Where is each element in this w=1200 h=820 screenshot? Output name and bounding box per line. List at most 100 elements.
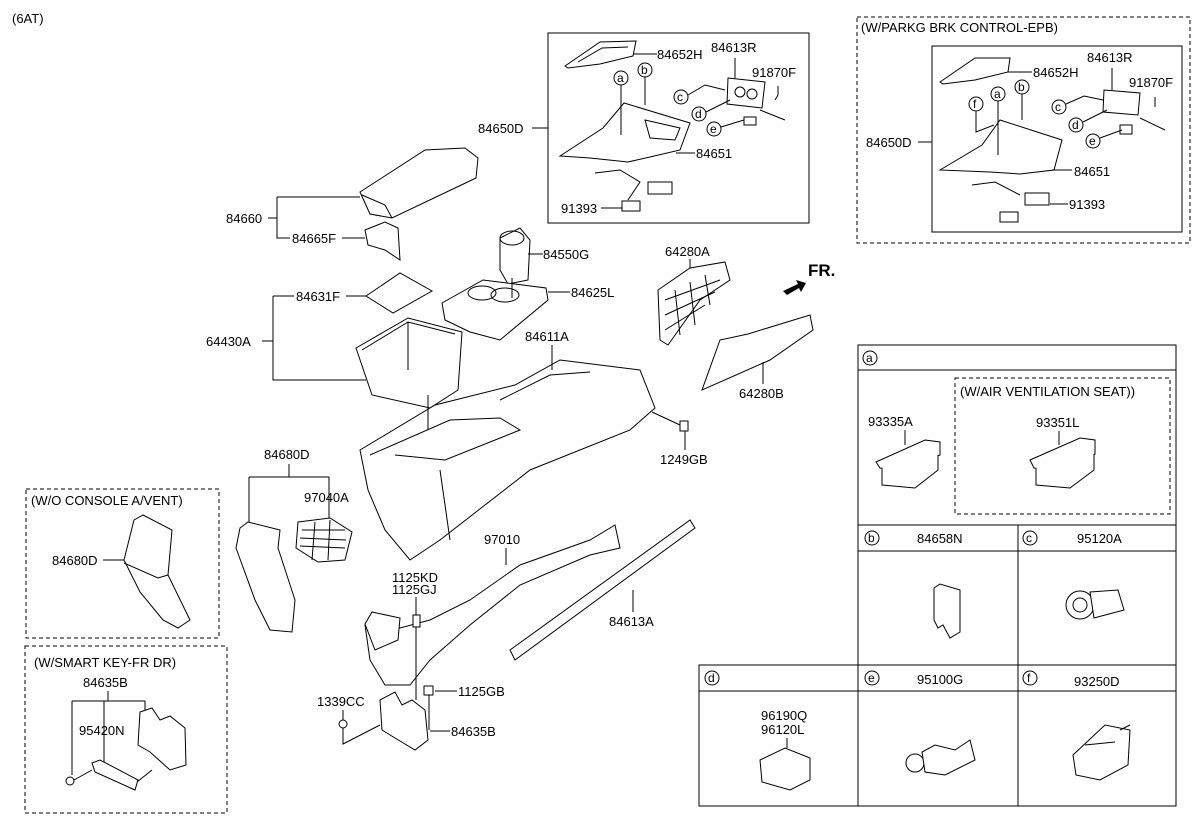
label-84660[interactable]: 84660 [226,211,262,226]
smart-key-label-84635B[interactable]: 84635B [83,675,128,690]
label-1339CC[interactable]: 1339CC [317,694,365,709]
legend-a-sub-part[interactable]: 93351L [1036,415,1079,430]
wo-vent-dashed-frame [25,488,220,639]
bolt-1125KD-shape [412,614,421,628]
smart-key-box-title: (W/SMART KEY-FR DR) [34,655,176,670]
callout-e: e [706,121,722,137]
epb-panel-shape [938,119,1063,175]
label-1125KD[interactable]: 1125KD [392,570,438,585]
epb-label-84652H[interactable]: 84652H [1033,65,1079,80]
cupholder-group: 84550G 84625L [441,227,614,341]
epb-label-91393[interactable]: 91393 [1069,197,1105,212]
label-84680D[interactable]: 84680D [264,447,310,462]
label-91393[interactable]: 91393 [561,201,597,216]
switch-93250D-shape [1072,724,1131,781]
label-84631F[interactable]: 84631F [296,289,340,304]
wo-vent-box: (W/O CONSOLE A/VENT) 84680D [25,488,220,639]
front-arrow-icon [783,280,806,295]
epb-callout-e: e [1085,133,1101,149]
label-84625L[interactable]: 84625L [571,285,614,300]
svg-text:b: b [868,531,875,545]
label-64280B[interactable]: 64280B [739,386,784,401]
legend-d-part-1[interactable]: 96190Q [761,708,807,723]
nut-1339CC-shape [338,719,348,729]
lock-95100G-shape [905,753,925,773]
mat-84631F-shape [365,272,434,314]
armrest-group: 84660 84665F 84631F 64430A [206,147,479,409]
smart-key-label-95420N[interactable]: 95420N [79,723,125,738]
legend-a-part[interactable]: 93335A [868,414,913,429]
legend-b-part[interactable]: 84658N [917,531,963,546]
legend-e-part[interactable]: 95100G [917,672,963,687]
svg-text:d: d [1072,118,1079,132]
rear-cover-group: 84680D 97040A [235,447,353,633]
legend-d-part-2[interactable]: 96120L [761,722,804,737]
harness-91393-shape [647,181,673,195]
label-84651[interactable]: 84651 [696,146,732,161]
strip-84613A-shape [509,519,696,661]
switch-93351L-shape [1029,437,1096,471]
svg-text:b: b [641,63,648,77]
switch-93335A-shape [875,439,941,471]
legend-c-part[interactable]: 95120A [1077,531,1122,546]
legend-key-b: b [864,530,880,546]
epb-inner-frame [931,45,1183,233]
svg-text:a: a [994,87,1001,101]
svg-text:e: e [1089,134,1096,148]
legend-cell-f-frame [1017,664,1177,807]
label-84665F[interactable]: 84665F [292,231,336,246]
socket-95120A-shape [1065,590,1095,620]
air-vent-seat-title: (W/AIR VENTILATION SEAT)) [960,384,1135,399]
legend-cell-a-frame [857,344,1177,526]
legend-f-part[interactable]: 93250D [1074,674,1120,689]
duct-group: 97010 84613A 1125KD 1125GJ 1125GB 1339CC… [317,519,696,751]
variant-note: (6AT) [12,11,44,26]
bracket-84635B-shape [379,691,429,751]
module-96190Q-shape [759,747,811,791]
epb-label-91870F[interactable]: 91870F [1129,75,1173,90]
bolt-1125GB-shape [423,685,434,696]
svg-text:a: a [866,351,873,365]
epb-label-84651[interactable]: 84651 [1074,164,1110,179]
label-84611A[interactable]: 84611A [525,329,569,344]
console-84611A-shape [359,359,656,561]
clip-84658N-shape [933,583,961,639]
epb-label-84613R[interactable]: 84613R [1087,50,1133,65]
label-84650D[interactable]: 84650D [478,121,524,136]
label-1125GJ[interactable]: 1125GJ [392,582,437,597]
label-84613A[interactable]: 84613A [609,614,654,629]
legend-key-d: d [704,670,720,686]
epb-callout-a: a [990,86,1006,102]
svg-text:f: f [973,97,977,111]
epb-callout-b: b [1014,79,1030,95]
label-97010[interactable]: 97010 [484,532,520,547]
label-64430A[interactable]: 64430A [206,334,251,349]
screw-1249GB-shape [679,420,689,432]
air-vent-seat-dashed-frame [954,377,1171,515]
svg-text:c: c [1026,531,1032,545]
smart-key-box: (W/SMART KEY-FR DR) 84635B 95420N [24,645,228,814]
callout-a: a [613,70,629,86]
console-body-group: 84611A 1249GB [359,329,708,561]
label-84652H[interactable]: 84652H [657,47,703,62]
knob-84550G-shape [499,227,531,285]
label-84635B[interactable]: 84635B [451,724,496,739]
label-1125GB[interactable]: 1125GB [458,684,505,699]
callout-c: c [673,89,689,105]
legend-table: a 93335A (W/AIR VENTILATION SEAT)) 93351… [698,344,1177,807]
label-97040A[interactable]: 97040A [304,490,349,505]
wo-vent-label-84680D[interactable]: 84680D [52,553,98,568]
svg-text:d: d [695,107,702,121]
label-84550G[interactable]: 84550G [543,247,589,262]
label-1249GB[interactable]: 1249GB [660,452,708,467]
legend-key-e: e [864,670,880,686]
label-91870F[interactable]: 91870F [752,65,796,80]
epb-switch-shape [1102,89,1141,116]
epb-callout-d: d [1068,117,1084,133]
label-84613R[interactable]: 84613R [711,40,757,55]
label-64280A[interactable]: 64280A [665,244,710,259]
epb-label-84650D[interactable]: 84650D [866,135,912,150]
svg-text:e: e [710,122,717,136]
shift-panel-box: 84650D 84652H 84613R 91870F 84651 91393 … [478,32,810,224]
